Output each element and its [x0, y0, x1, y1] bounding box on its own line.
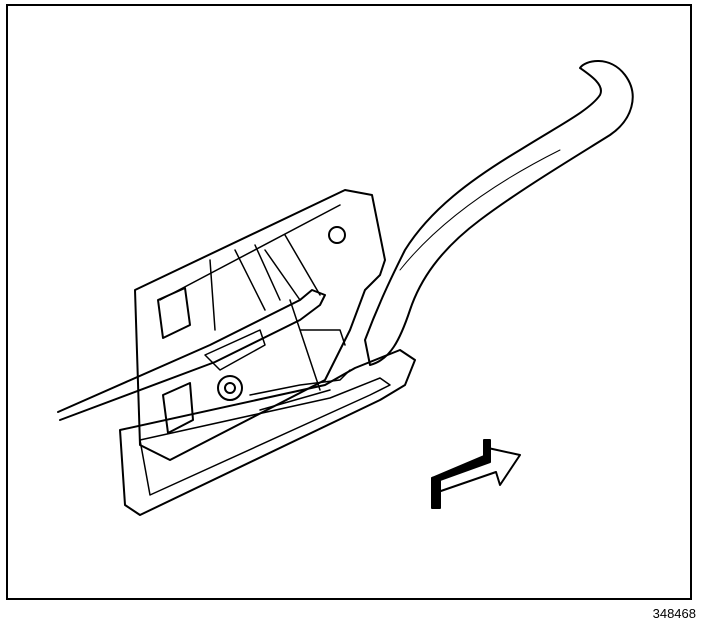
- rod: [57, 289, 326, 421]
- figure-frame: [6, 4, 692, 600]
- handle-housing: [134, 189, 386, 461]
- direction-arrow-icon: [431, 439, 521, 509]
- figure-number: 348468: [652, 606, 696, 621]
- bezel-plate: [119, 349, 416, 516]
- handle-lever: [364, 60, 634, 366]
- mount-hole: [328, 226, 346, 244]
